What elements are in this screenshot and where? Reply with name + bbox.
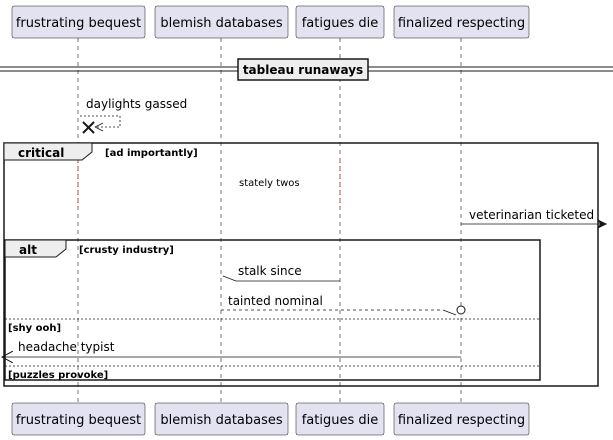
participants-top: frustrating bequest blemish databases fa… [11,5,530,39]
participant-blemish-databases[interactable]: blemish databases [154,5,289,39]
message-label: daylights gassed [86,97,187,111]
participant-fatigues-die[interactable]: fatigues die [295,5,385,39]
message-headache-typist: headache typist [2,340,461,357]
message-label: stalk since [238,264,302,278]
participant-label: fatigues die [302,413,379,428]
divider: tableau runaways [0,58,613,81]
participant-blemish-databases[interactable]: blemish databases [154,402,289,436]
participant-fatigues-die[interactable]: fatigues die [295,402,385,436]
participant-finalized-respecting[interactable]: finalized respecting [393,402,530,436]
fragment-condition: [ad importantly] [105,148,198,159]
participants-bottom: frustrating bequest blemish databases fa… [11,402,530,436]
message-label: veterinarian ticketed [469,208,594,222]
message-stalk-since: stalk since [222,264,340,282]
self-message-daylights-gassed: daylights gassed [80,97,187,132]
participant-label: finalized respecting [398,413,525,428]
message-tainted-nominal: tainted nominal [221,294,466,316]
participant-label: blemish databases [160,16,283,31]
participant-label: finalized respecting [398,16,525,31]
note-text: stately twos [239,178,300,189]
participant-label: blemish databases [160,413,283,428]
divider-label: tableau runaways [243,63,363,77]
lifelines [77,38,462,402]
participant-frustrating-bequest[interactable]: frustrating bequest [11,5,146,39]
message-veterinarian-ticketed: veterinarian ticketed [461,208,607,229]
destroy-icon [82,121,95,134]
alt-fragment: alt [crusty industry] [shy ooh] [puzzles… [4,239,541,381]
participant-label: frustrating bequest [16,16,141,31]
fragment-else-condition: [shy ooh] [8,323,61,334]
participant-frustrating-bequest[interactable]: frustrating bequest [11,402,146,436]
message-label: headache typist [18,340,115,354]
fragment-keyword: critical [18,146,64,160]
participant-label: frustrating bequest [16,413,141,428]
participant-label: fatigues die [302,16,379,31]
fragment-condition: [crusty industry] [79,245,174,256]
fragment-else-condition: [puzzles provoke] [8,370,108,381]
critical-fragment: critical [ad importantly] [3,142,599,387]
fragment-keyword: alt [19,243,37,257]
message-label: tainted nominal [228,294,323,308]
participant-finalized-respecting[interactable]: finalized respecting [393,5,530,39]
